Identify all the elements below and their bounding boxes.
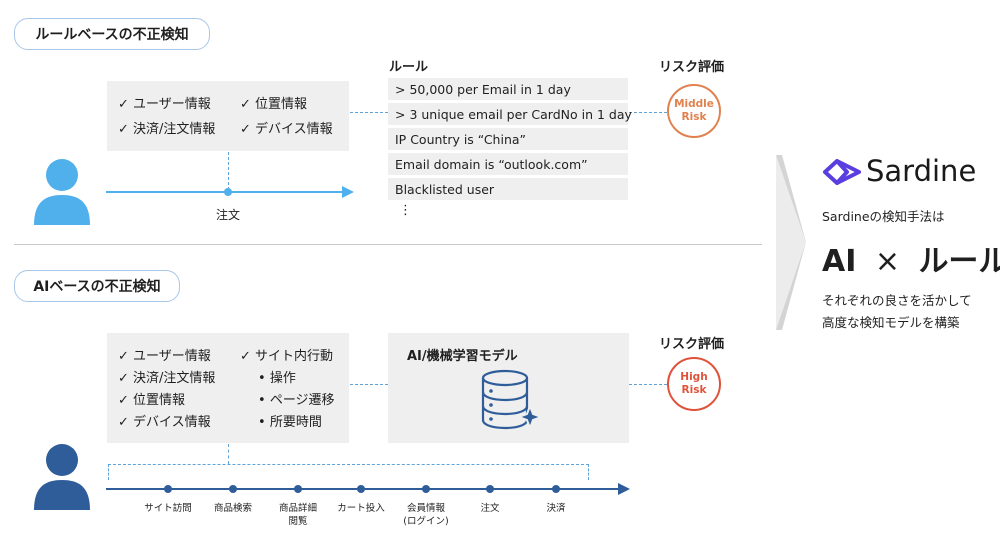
check-item: ✓ デバイス情報 — [118, 415, 211, 430]
timeline-step-label: サイト訪問 — [144, 503, 192, 514]
ai-model-box — [388, 333, 629, 443]
database-icon — [481, 369, 544, 431]
rule-section-title: ルールベースの不正検知 — [14, 18, 210, 50]
connector — [629, 112, 667, 113]
check-item: ✓ 決済/注文情報 — [118, 122, 216, 137]
timeline-bracket — [588, 464, 589, 480]
check-item: ✓ 決済/注文情報 — [118, 371, 216, 386]
connector — [228, 444, 229, 464]
timeline-step-label: カート投入 — [337, 503, 385, 514]
timeline-step-dot — [357, 485, 365, 493]
timeline-step-dot — [229, 485, 237, 493]
timeline-step-dot — [486, 485, 494, 493]
timeline-bracket — [108, 464, 589, 465]
rule-item: > 50,000 per Email in 1 day — [388, 78, 628, 100]
check-item: ✓ 位置情報 — [240, 97, 308, 112]
chevron-divider — [776, 155, 806, 330]
user-icon — [34, 159, 90, 225]
risk-header: リスク評価 — [659, 337, 725, 352]
rule-item: > 3 unique email per CardNo in 1 day — [388, 103, 632, 125]
bullet-item: • 操作 — [258, 371, 296, 386]
timeline-step-label: 決済 — [546, 503, 566, 514]
sardine-logo-icon — [823, 159, 861, 185]
rule-item: IP Country is “China” — [388, 128, 628, 150]
rule-item: Blacklisted user — [388, 178, 628, 200]
timeline-step-dot — [552, 485, 560, 493]
ai-model-title: AI/機械学習モデル — [407, 349, 518, 364]
headline: AI × ルール — [822, 244, 1000, 279]
connector — [228, 152, 229, 190]
check-item: ✓ 位置情報 — [118, 393, 186, 408]
risk-header: リスク評価 — [659, 60, 725, 75]
middle-risk-badge: Middle Risk — [667, 84, 721, 138]
rule-item: Email domain is “outlook.com” — [388, 153, 628, 175]
description-line: それぞれの良さを活かして — [822, 293, 972, 308]
high-risk-badge: High Risk — [667, 357, 721, 411]
section-divider — [14, 244, 762, 245]
method-label: Sardineの検知手法は — [822, 209, 945, 224]
sardine-brand: Sardine — [866, 154, 977, 188]
connector — [629, 384, 667, 385]
timeline-step-label: 会員情報(ログイン) — [403, 503, 449, 527]
connector — [350, 384, 388, 385]
timeline-step-label: 商品検索 — [213, 503, 253, 514]
timeline-arrow — [106, 186, 354, 198]
bullet-item: • ページ遷移 — [258, 393, 335, 408]
check-item: ✓ ユーザー情報 — [118, 349, 211, 364]
bullet-item: • 所要時間 — [258, 415, 322, 430]
ai-section-title: AIベースの不正検知 — [14, 270, 180, 302]
description-line: 高度な検知モデルを構築 — [822, 315, 960, 330]
check-item: ✓ ユーザー情報 — [118, 97, 211, 112]
rule-data-box — [107, 81, 349, 151]
connector — [350, 112, 388, 113]
timeline-step-dot — [422, 485, 430, 493]
user-icon — [34, 444, 90, 510]
more-rules-ellipsis: ⋮ — [399, 203, 412, 218]
check-item: ✓ サイト内行動 — [240, 349, 334, 364]
timeline-step-label: 商品詳細閲覧 — [278, 503, 318, 527]
rules-header: ルール — [389, 60, 429, 75]
timeline-bracket — [108, 464, 109, 480]
ai-data-box — [107, 333, 349, 443]
timeline-step-dot — [164, 485, 172, 493]
check-item: ✓ デバイス情報 — [240, 122, 333, 137]
timeline-label: 注文 — [216, 208, 241, 222]
timeline-step-dot — [294, 485, 302, 493]
timeline-step-label: 注文 — [480, 503, 500, 514]
